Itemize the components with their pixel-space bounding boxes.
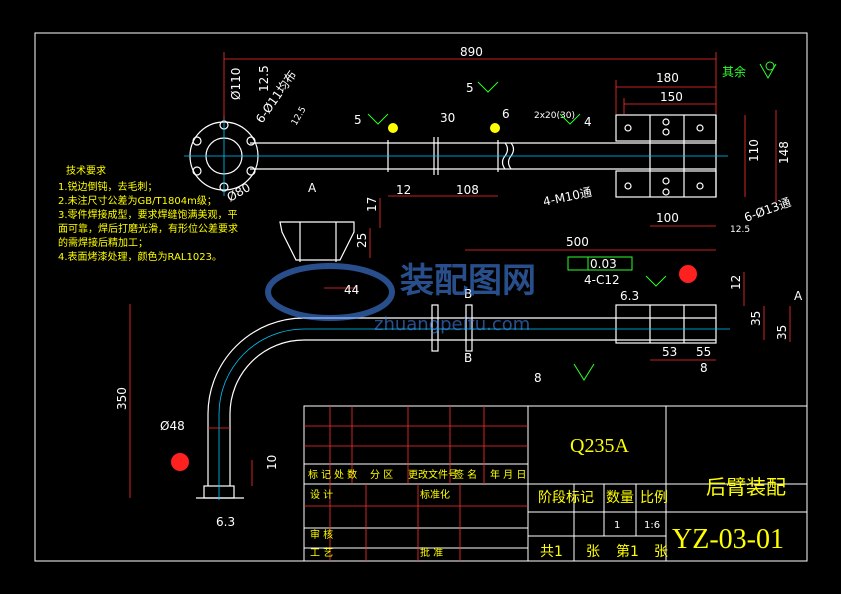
dim-phi110: Ø110	[229, 68, 243, 100]
tb-total: 共1	[540, 544, 563, 560]
tb-stage: 阶段标记	[538, 490, 594, 506]
tb-weight: 数量	[606, 490, 634, 506]
notes-title: 技术要求	[66, 164, 106, 177]
roughness-rest-label: 其余	[722, 64, 746, 79]
tb-zone: 分 区	[370, 469, 393, 481]
watermark-url: zhuangpeitu.com	[374, 314, 530, 335]
tb-sign: 签 名	[454, 468, 477, 481]
dim-0-03: 0.03	[590, 257, 617, 271]
tb-sheets2: 张	[654, 544, 668, 560]
dim-148: 148	[777, 141, 791, 164]
label-a1: A	[308, 181, 317, 195]
dim-12-5c: 12.5	[730, 225, 750, 235]
dim-5b: 5	[466, 81, 474, 95]
dim-17: 17	[365, 197, 379, 212]
tb-change: 更改文件号	[408, 468, 458, 481]
tb-design: 设 计	[310, 488, 333, 501]
label-a2: A	[794, 289, 803, 303]
label-b-top: B	[464, 287, 472, 301]
note-line-6: 4.表面烤漆处理，颜色为RAL1023。	[58, 250, 222, 263]
dim-2x20: 2x20(30)	[534, 111, 575, 121]
tb-count: 处 数	[334, 468, 357, 481]
dim-4: 4	[584, 115, 592, 129]
dim-108: 108	[456, 183, 479, 197]
part-name: 后臂装配	[706, 475, 786, 499]
note-line-4: 面可靠，焊后打磨光滑，有形位公差要求	[58, 222, 238, 235]
dim-8b: 8	[534, 371, 542, 385]
note-line-3: 3.零件焊接成型，要求焊缝饱满美观，平	[58, 208, 238, 221]
note-line-5: 的需焊接后精加工；	[58, 236, 148, 249]
dim-150: 150	[660, 90, 683, 104]
front-view	[196, 304, 717, 499]
dim-12b: 12	[729, 275, 743, 290]
dim-8: 8	[700, 361, 708, 375]
technical-notes: 技术要求 1.锐边倒钝，去毛刺； 2.未注尺寸公差为GB/T1804m级； 3.…	[58, 164, 238, 263]
tb-ratio: 比例	[640, 490, 668, 506]
tb-standard: 标准化	[420, 488, 450, 501]
dim-53: 53	[662, 345, 677, 359]
watermark: 装配图网 zhuangpeitu.com	[265, 261, 536, 335]
material: Q235A	[570, 435, 629, 457]
dim-5: 5	[354, 113, 362, 127]
tb-quantity: 1	[614, 520, 620, 531]
watermark-cn: 装配图网	[400, 261, 536, 301]
dim-55: 55	[696, 345, 711, 359]
title-block	[303, 405, 808, 562]
dim-10: 10	[265, 455, 279, 470]
dim-4-c12: 4-C12	[584, 273, 620, 287]
dimension-lines	[129, 52, 791, 498]
tb-date: 年 月 日	[490, 468, 526, 481]
tb-review: 审 核	[310, 528, 333, 541]
dim-500: 500	[566, 235, 589, 249]
dim-phi48: Ø48	[160, 419, 185, 433]
dimension-text: 890 180 150 110 148 100 500 12 108 30 6 …	[115, 45, 803, 529]
label-b-bot: B	[464, 351, 472, 365]
section-view	[279, 221, 355, 262]
dim-100: 100	[656, 211, 679, 225]
note-line-1: 1.锐边倒钝，去毛刺；	[58, 180, 158, 193]
tb-sheets: 张	[586, 544, 600, 560]
tb-mark: 标 记	[308, 469, 331, 481]
tb-approve: 批 准	[420, 546, 443, 559]
dim-25: 25	[355, 233, 369, 248]
dim-6: 6	[502, 107, 510, 121]
tb-scale: 1:6	[644, 520, 660, 531]
dim-6-3b: 6.3	[216, 515, 235, 529]
dim-12: 12	[396, 183, 411, 197]
dim-6-3: 6.3	[620, 289, 639, 303]
dim-30: 30	[440, 111, 455, 125]
dim-12-5: 12.5	[257, 65, 271, 92]
dim-350: 350	[115, 387, 129, 410]
drawing-number: YZ-03-01	[672, 524, 784, 555]
dim-180: 180	[656, 71, 679, 85]
dim-890: 890	[460, 45, 483, 59]
dim-110: 110	[747, 139, 761, 162]
note-line-2: 2.未注尺寸公差为GB/T1804m级；	[58, 194, 217, 207]
dim-35b: 35	[775, 325, 789, 340]
tb-process: 工 艺	[310, 547, 333, 559]
annotations	[171, 61, 777, 471]
dim-35: 35	[749, 311, 763, 326]
dim-44: 44	[344, 283, 359, 297]
tb-sheet-no: 第1	[616, 543, 639, 560]
